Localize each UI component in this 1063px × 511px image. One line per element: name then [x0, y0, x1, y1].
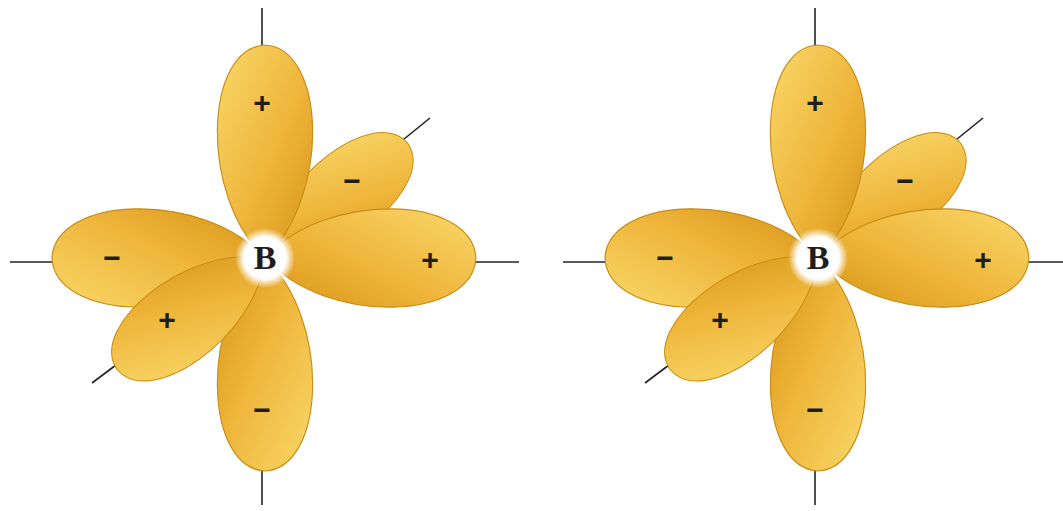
orbital-phase-sign: − [253, 395, 271, 425]
atom-symbol: B [807, 241, 830, 275]
orbital-phase-sign: + [974, 245, 992, 275]
orbital-phase-sign: + [253, 88, 271, 118]
orbital-phase-sign: − [656, 243, 674, 273]
orbital-phase-sign: − [343, 166, 361, 196]
orbital-phase-sign: − [806, 395, 824, 425]
orbital-phase-sign: + [711, 305, 729, 335]
orbital-phase-sign: + [421, 245, 439, 275]
orbital-phase-sign: + [158, 305, 176, 335]
atom-symbol: B [254, 241, 277, 275]
orbital-phase-sign: − [896, 166, 914, 196]
orbital-phase-sign: + [806, 88, 824, 118]
orbital-phase-sign: − [103, 243, 121, 273]
